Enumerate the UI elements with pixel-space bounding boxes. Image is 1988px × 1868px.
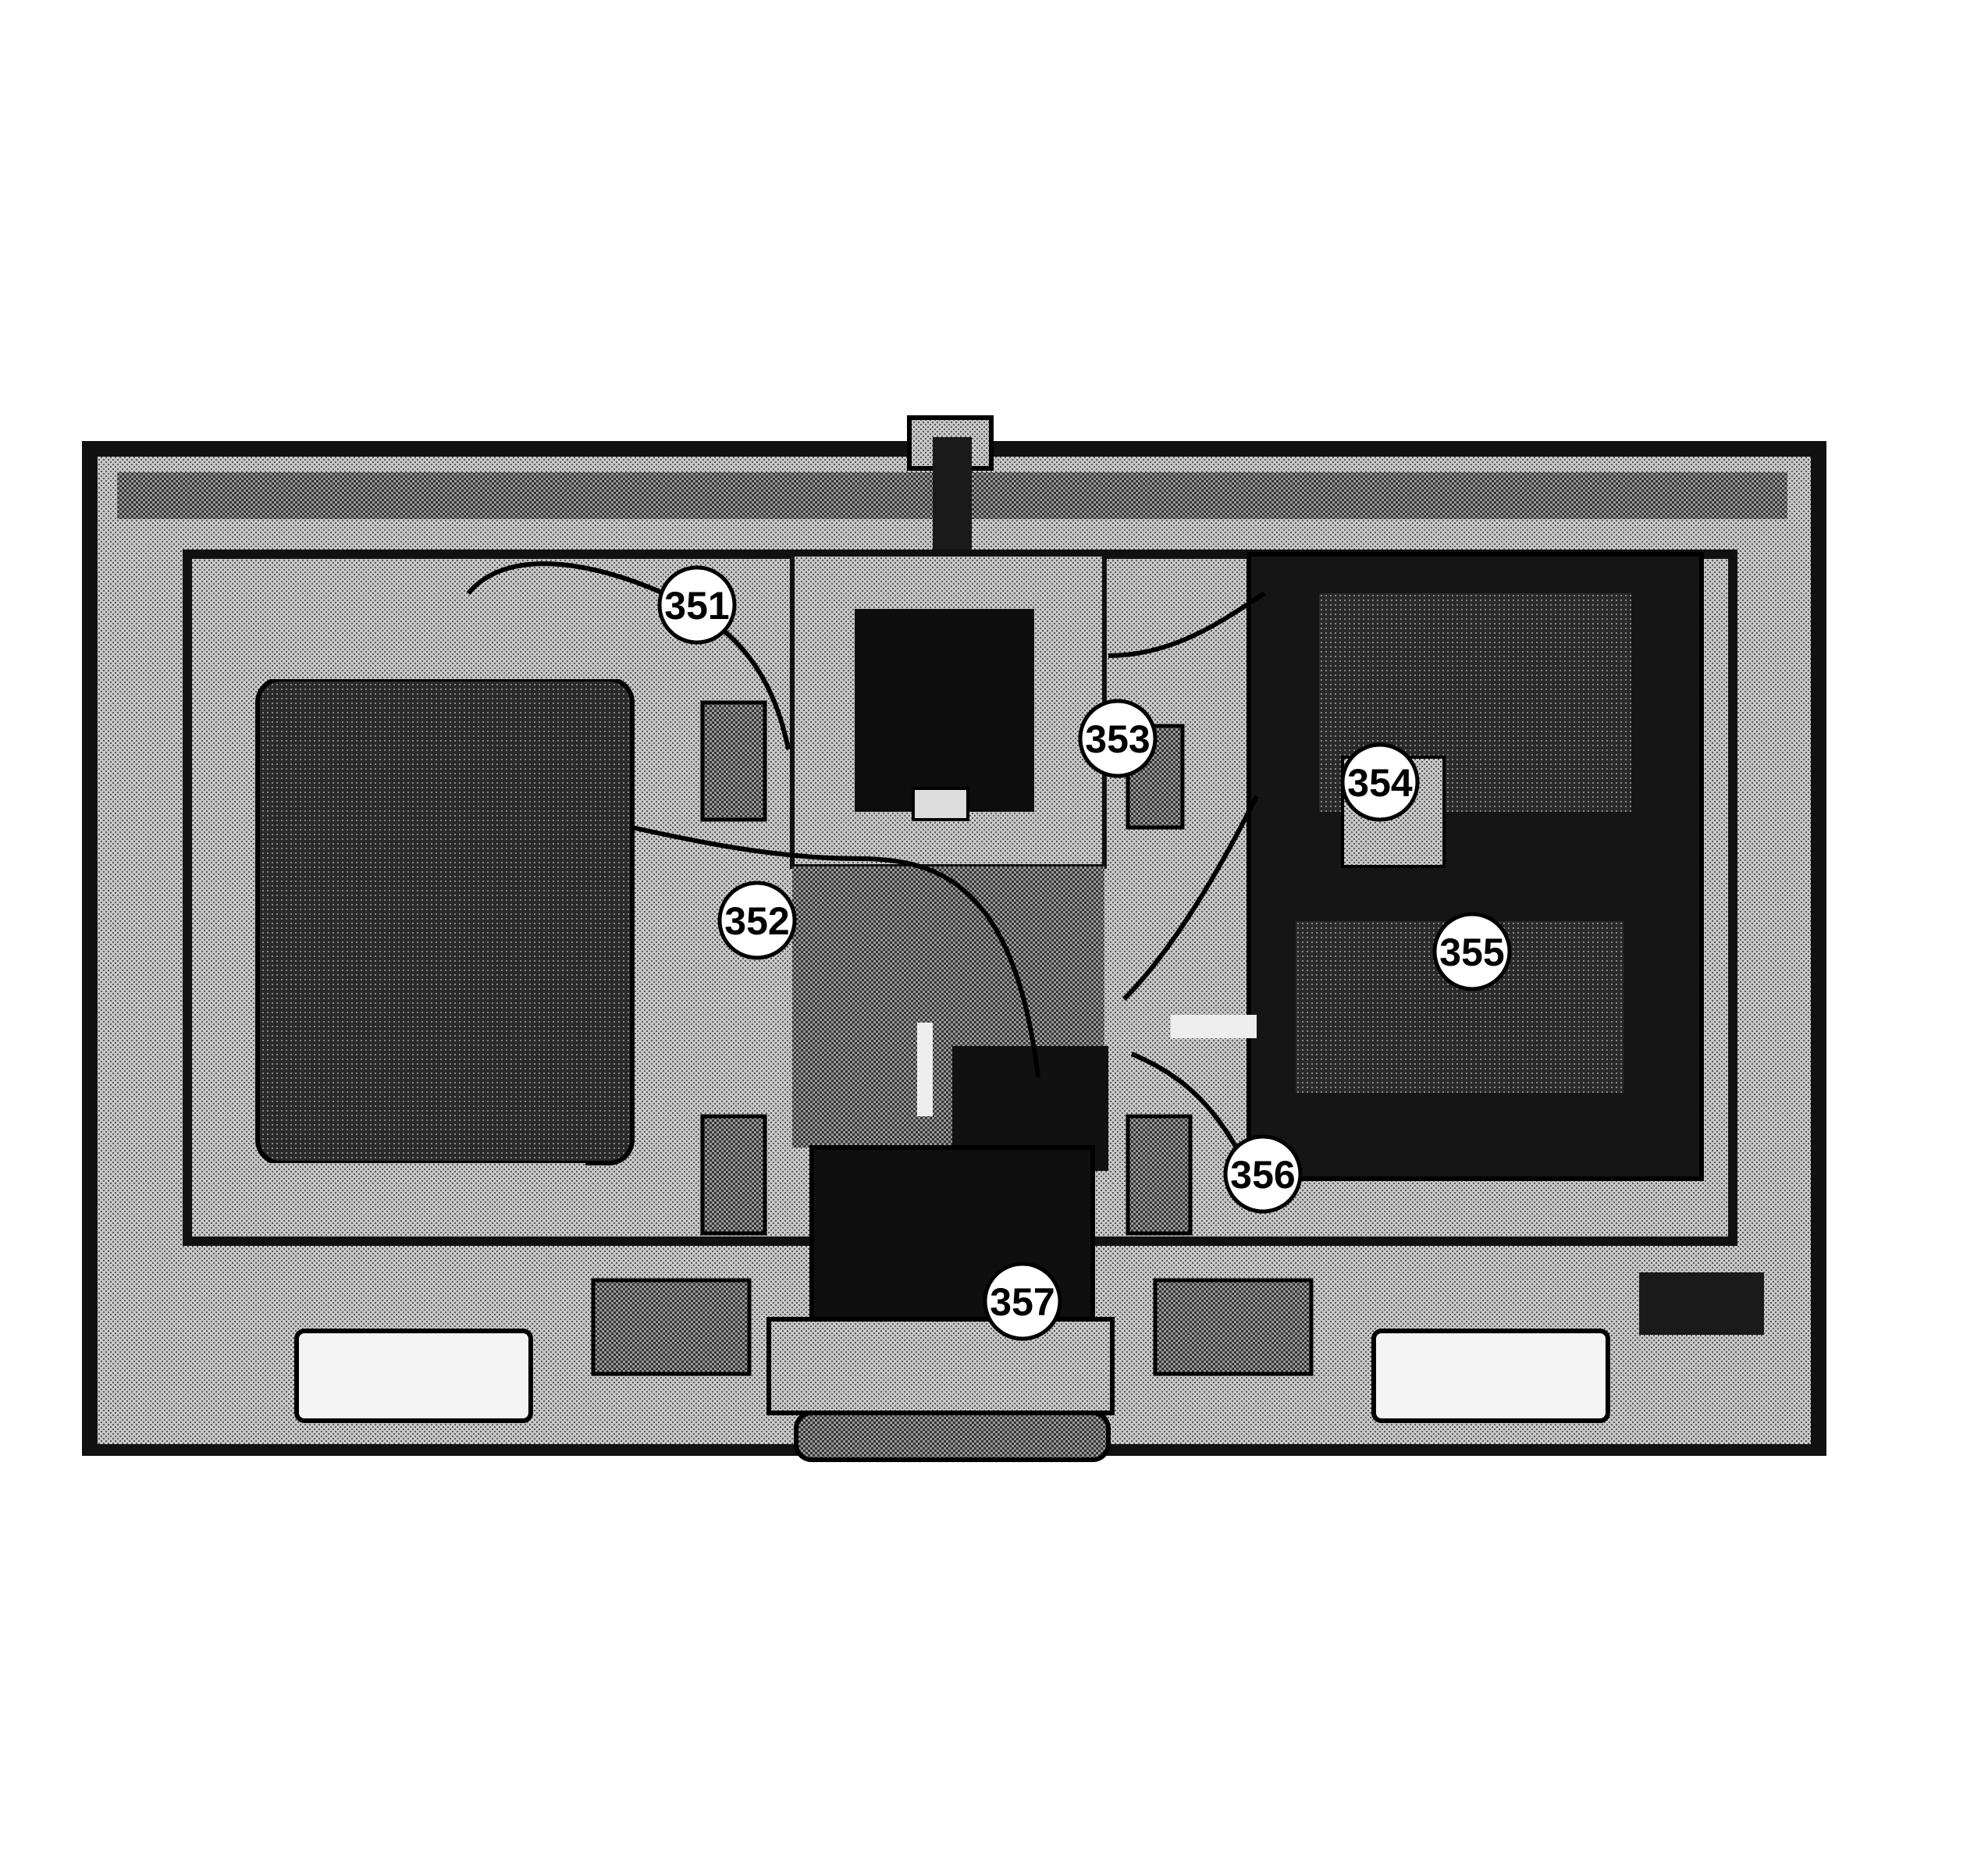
callout-356: 356 — [1223, 1134, 1303, 1214]
callout-circle — [717, 881, 797, 960]
terminal-block — [766, 1145, 1115, 1462]
callout-label: 356 — [1230, 1153, 1295, 1197]
callout-353: 353 — [1078, 699, 1158, 778]
callout-label: 353 — [1085, 717, 1150, 761]
callout-label: 351 — [664, 584, 729, 628]
callout-circle — [1432, 912, 1512, 991]
central-lower-section — [792, 866, 1108, 1171]
power-supply-board — [226, 578, 635, 1233]
callout-label: 352 — [724, 899, 789, 943]
central-module — [790, 552, 1107, 869]
left-bracket — [700, 700, 767, 1236]
left-stand-foot — [294, 1329, 533, 1423]
callout-circle — [1340, 742, 1420, 822]
callout-355: 355 — [1432, 912, 1512, 991]
callout-label: 354 — [1347, 761, 1413, 805]
callout-label: 355 — [1439, 930, 1504, 974]
callout-circle — [983, 1261, 1062, 1341]
callout-351: 351 — [657, 565, 737, 645]
callout-circle — [657, 565, 737, 645]
callout-label: 357 — [990, 1280, 1054, 1324]
right-stand-foot — [1371, 1329, 1610, 1423]
callout-352: 352 — [717, 881, 797, 960]
callout-circle — [1223, 1134, 1303, 1214]
callout-circle — [1078, 699, 1158, 778]
callout-354: 354 — [1340, 742, 1420, 822]
bottom-connectors — [591, 1272, 1764, 1376]
main-board — [1171, 552, 1704, 1181]
callout-357: 357 — [983, 1261, 1062, 1341]
